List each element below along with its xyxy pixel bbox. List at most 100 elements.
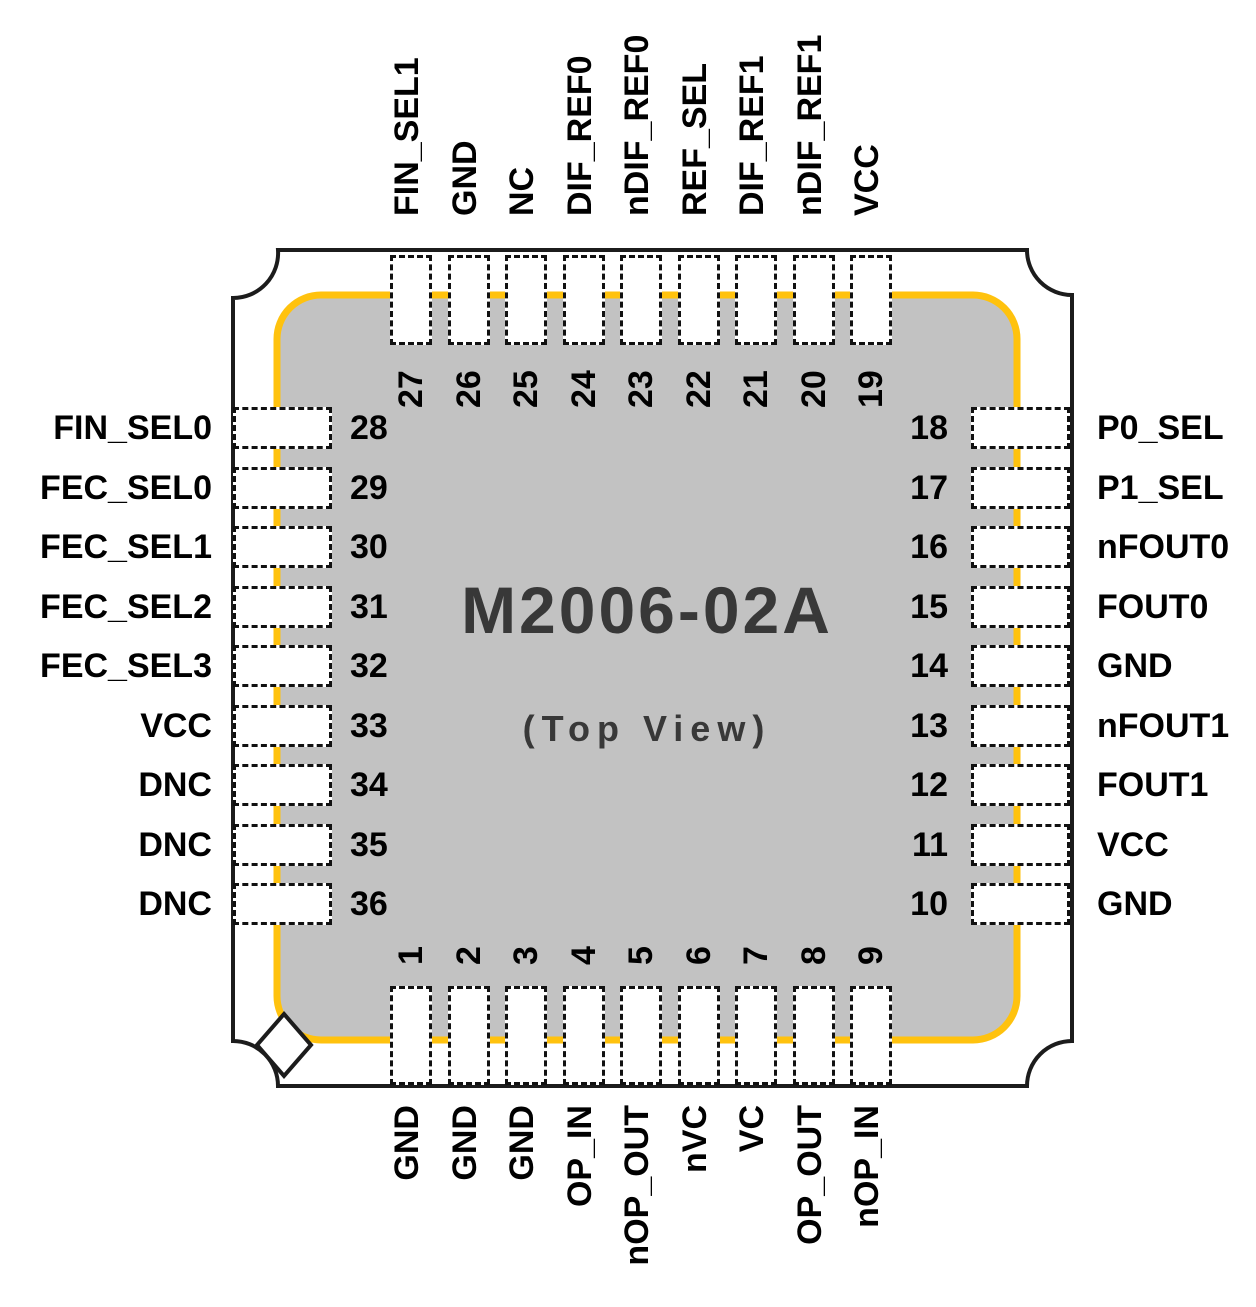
pin-label-27: FIN_SEL1 xyxy=(388,57,426,216)
pin-pad-28 xyxy=(233,407,332,449)
pin-number-34: 34 xyxy=(350,766,388,804)
pin-label-35: DNC xyxy=(138,826,212,864)
pin-number-23: 23 xyxy=(622,370,660,408)
pin-pad-34 xyxy=(233,764,332,806)
pin-number-18: 18 xyxy=(910,409,948,447)
pin-label-30: FEC_SEL1 xyxy=(40,528,212,566)
pin-number-29: 29 xyxy=(350,469,388,507)
pin-label-22: REF_SEL xyxy=(676,62,714,216)
pin-number-16: 16 xyxy=(910,528,948,566)
pin-pad-29 xyxy=(233,467,332,509)
pin-pad-23 xyxy=(620,255,662,345)
pin-pad-24 xyxy=(563,255,605,345)
pin-label-8: OP_OUT xyxy=(791,1105,829,1245)
pin-label-13: nFOUT1 xyxy=(1097,707,1230,745)
pin-label-32: FEC_SEL3 xyxy=(40,647,212,685)
pin-label-5: nOP_OUT xyxy=(618,1105,656,1266)
pin-label-31: FEC_SEL2 xyxy=(40,588,212,626)
pin-label-21: DIF_REF1 xyxy=(733,55,771,216)
pin-pad-21 xyxy=(735,255,777,345)
pin-number-32: 32 xyxy=(350,647,388,685)
pin-number-12: 12 xyxy=(910,766,948,804)
pin-label-34: DNC xyxy=(138,766,212,804)
pin-pad-2 xyxy=(448,986,490,1085)
pin-pad-32 xyxy=(233,645,332,687)
pin-pad-15 xyxy=(971,586,1070,628)
pin-number-36: 36 xyxy=(350,885,388,923)
pin-number-4: 4 xyxy=(565,946,603,965)
pin-pad-6 xyxy=(678,986,720,1085)
pin-pad-22 xyxy=(678,255,720,345)
pin-label-14: GND xyxy=(1097,647,1173,685)
pin-number-19: 19 xyxy=(852,370,890,408)
pin-label-20: nDIF_REF1 xyxy=(791,34,829,216)
pin-number-28: 28 xyxy=(350,409,388,447)
pin-number-30: 30 xyxy=(350,528,388,566)
pin-pad-25 xyxy=(505,255,547,345)
pin-number-13: 13 xyxy=(910,707,948,745)
pin-label-10: GND xyxy=(1097,885,1173,923)
pin-label-23: nDIF_REF0 xyxy=(618,34,656,216)
pin-pad-17 xyxy=(971,467,1070,509)
pin-pad-3 xyxy=(505,986,547,1085)
pin-label-17: P1_SEL xyxy=(1097,469,1224,507)
pin-pad-26 xyxy=(448,255,490,345)
pin-number-22: 22 xyxy=(680,370,718,408)
pin-number-26: 26 xyxy=(450,370,488,408)
pin-pad-27 xyxy=(390,255,432,345)
pin-label-4: OP_IN xyxy=(561,1105,599,1208)
pin-pad-33 xyxy=(233,705,332,747)
pin1-diamond-marker xyxy=(254,1010,314,1080)
pin-pad-4 xyxy=(563,986,605,1085)
pin-pad-30 xyxy=(233,526,332,568)
pin-pad-20 xyxy=(793,255,835,345)
pin-number-7: 7 xyxy=(737,946,775,965)
pin-pad-14 xyxy=(971,645,1070,687)
pin-number-5: 5 xyxy=(622,946,660,965)
pin-pad-5 xyxy=(620,986,662,1085)
pin-pad-13 xyxy=(971,705,1070,747)
pin-number-2: 2 xyxy=(450,946,488,965)
pin-number-17: 17 xyxy=(910,469,948,507)
pin-number-1: 1 xyxy=(392,946,430,965)
chip-title: M2006-02A xyxy=(461,573,833,647)
pin-number-10: 10 xyxy=(910,885,948,923)
pin-number-27: 27 xyxy=(392,370,430,408)
pin-label-2: GND xyxy=(446,1105,484,1181)
pin-label-28: FIN_SEL0 xyxy=(53,409,212,447)
pin-number-25: 25 xyxy=(507,370,545,408)
pin-number-20: 20 xyxy=(795,370,833,408)
pin-label-9: nOP_IN xyxy=(848,1105,886,1228)
pin-pad-35 xyxy=(233,824,332,866)
pin-pad-8 xyxy=(793,986,835,1085)
pin-pad-18 xyxy=(971,407,1070,449)
pin-label-29: FEC_SEL0 xyxy=(40,469,212,507)
pin-pad-7 xyxy=(735,986,777,1085)
pin-number-14: 14 xyxy=(910,647,948,685)
pin-label-24: DIF_REF0 xyxy=(561,55,599,216)
pin-number-15: 15 xyxy=(910,588,948,626)
pin-label-3: GND xyxy=(503,1105,541,1181)
pin-number-8: 8 xyxy=(795,946,833,965)
pin-label-7: VC xyxy=(733,1105,771,1153)
pin-label-1: GND xyxy=(388,1105,426,1181)
pin-pad-36 xyxy=(233,883,332,925)
pin-pad-10 xyxy=(971,883,1070,925)
pin-number-11: 11 xyxy=(912,826,948,864)
pin-pad-19 xyxy=(850,255,892,345)
pin-number-3: 3 xyxy=(507,946,545,965)
pin-number-33: 33 xyxy=(350,707,388,745)
pin-label-33: VCC xyxy=(140,707,212,745)
pin-label-36: DNC xyxy=(138,885,212,923)
pin-pad-1 xyxy=(390,986,432,1085)
pin-label-26: GND xyxy=(446,140,484,216)
pin-pad-11 xyxy=(971,824,1070,866)
chip-subtitle: (Top View) xyxy=(522,708,772,749)
pin-number-35: 35 xyxy=(350,826,388,864)
pin-pad-16 xyxy=(971,526,1070,568)
pin-pad-31 xyxy=(233,586,332,628)
pin-label-16: nFOUT0 xyxy=(1097,528,1230,566)
pin-number-31: 31 xyxy=(350,588,388,626)
pin-pad-9 xyxy=(850,986,892,1085)
